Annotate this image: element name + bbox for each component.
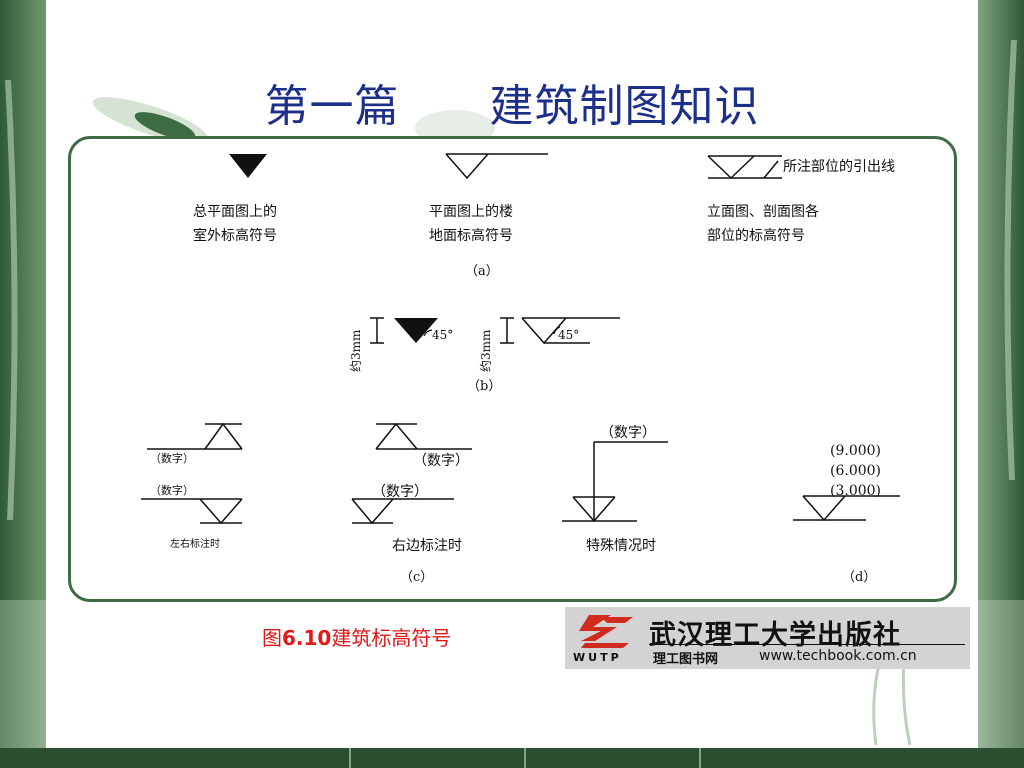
dimension-left xyxy=(370,317,384,344)
slide-title: 第一篇 建筑制图知识 xyxy=(264,81,760,132)
a-item1-line2: 室外标高符号 xyxy=(193,227,277,244)
a-item3-line2: 部位的标高符号 xyxy=(707,227,805,244)
c-number-2: （数字） xyxy=(150,483,194,497)
special-symbol xyxy=(562,441,668,523)
panel-b-label: （b） xyxy=(467,379,501,394)
panel-d-label: （d） xyxy=(842,570,876,585)
d-value-1: (9.000) xyxy=(830,443,881,459)
facade-elevation-symbol xyxy=(707,155,782,180)
publisher-logo: 武汉理工大学出版社 WUTP 理工图书网 www.techbook.com.cn xyxy=(565,607,970,669)
right-symbol-top xyxy=(375,422,472,450)
panel-c-label: （c） xyxy=(400,570,433,585)
c-number-special: （数字） xyxy=(600,425,656,441)
filled-triangle-symbol xyxy=(229,154,267,178)
left-right-symbol-top xyxy=(147,422,243,450)
publisher-emblem-icon xyxy=(579,615,633,648)
dimension-right xyxy=(500,317,514,344)
left-right-symbol-bottom xyxy=(141,498,243,525)
a-item2-line2: 地面标高符号 xyxy=(429,227,513,244)
panel-a-label: （a） xyxy=(465,264,499,279)
multi-level-symbol xyxy=(793,495,900,522)
dim-label-right: 约3mm xyxy=(478,329,493,372)
d-value-3: (3.000) xyxy=(830,483,881,499)
floor-elevation-symbol xyxy=(445,153,548,180)
caption-number: 6.10 xyxy=(282,626,332,650)
filled-triangle-45 xyxy=(394,318,438,343)
d-value-2: (6.000) xyxy=(830,463,881,479)
c-number-3: （数字） xyxy=(413,453,469,469)
c-number-4: （数字） xyxy=(372,484,428,500)
a-item3-line1: 立面图、剖面图各 xyxy=(707,204,819,220)
open-triangle-45 xyxy=(521,317,620,345)
a-item1-line1: 总平面图上的 xyxy=(193,204,277,220)
c-caption-lr: 左右标注时 xyxy=(170,537,220,550)
c-caption-special: 特殊情况时 xyxy=(586,538,656,554)
publisher-abbr: WUTP xyxy=(573,651,622,664)
c-caption-right: 右边标注时 xyxy=(392,538,462,554)
publisher-url: www.techbook.com.cn xyxy=(759,648,917,664)
right-symbol-bottom xyxy=(351,498,454,525)
publisher-name: 武汉理工大学出版社 xyxy=(649,620,901,651)
caption-text: 建筑标高符号 xyxy=(331,626,452,650)
publisher-subtitle: 理工图书网 xyxy=(653,652,719,667)
dim-label-left: 约3mm xyxy=(348,329,363,372)
leader-line-label: 所注部位的引出线 xyxy=(783,159,895,175)
angle-label-left: 45° xyxy=(432,328,453,342)
figure-frame xyxy=(68,136,957,602)
angle-label-right: 45° xyxy=(558,328,579,342)
publisher-divider xyxy=(649,644,965,645)
c-number-1: （数字） xyxy=(150,451,194,465)
caption-prefix: 图 xyxy=(262,626,282,650)
a-item2-line1: 平面图上的楼 xyxy=(429,204,513,220)
figure-caption: 图6.10建筑标高符号 xyxy=(262,622,451,651)
